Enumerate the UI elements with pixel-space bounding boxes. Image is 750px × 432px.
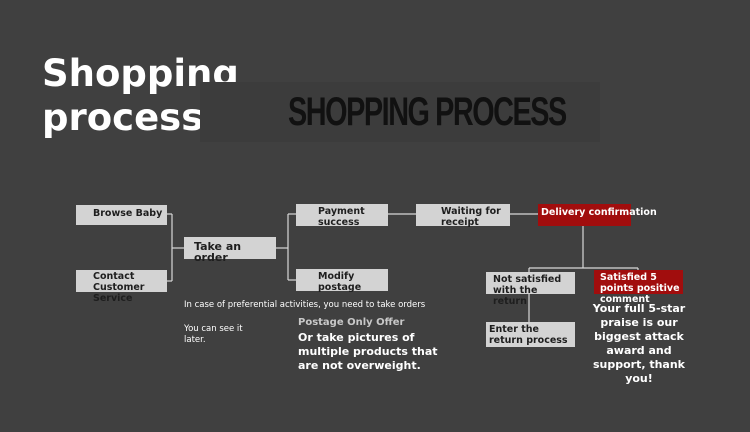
note-pictures: Or take pictures of multiple products th… <box>298 331 438 372</box>
node-modify-postage: Modify postage <box>296 269 388 293</box>
note-see-later: You can see it later. <box>184 324 243 345</box>
node-not-satisfied: Not satisfied with the return <box>486 272 575 307</box>
node-waiting-receipt: Waiting for receipt <box>416 204 510 228</box>
node-enter-return: Enter the return process <box>486 322 575 347</box>
page-title: Shopping process <box>42 52 239 139</box>
banner-background <box>200 82 600 142</box>
node-take-order: Take an order <box>184 237 276 263</box>
note-postage-offer: Postage Only Offer <box>298 317 405 328</box>
node-contact-service: Contact Customer Service <box>76 270 167 304</box>
node-payment-success: Payment success <box>296 204 388 228</box>
node-satisfied: Satisfied 5 points positive comment <box>594 270 683 305</box>
banner-title: SHOPPING PROCESS <box>288 90 567 134</box>
note-praise: Your full 5-star praise is our biggest a… <box>592 302 686 385</box>
node-browse-baby: Browse Baby <box>76 205 167 225</box>
note-preferential: In case of preferential activities, you … <box>184 300 426 310</box>
node-delivery-confirmation: Delivery confirmation <box>538 204 657 226</box>
